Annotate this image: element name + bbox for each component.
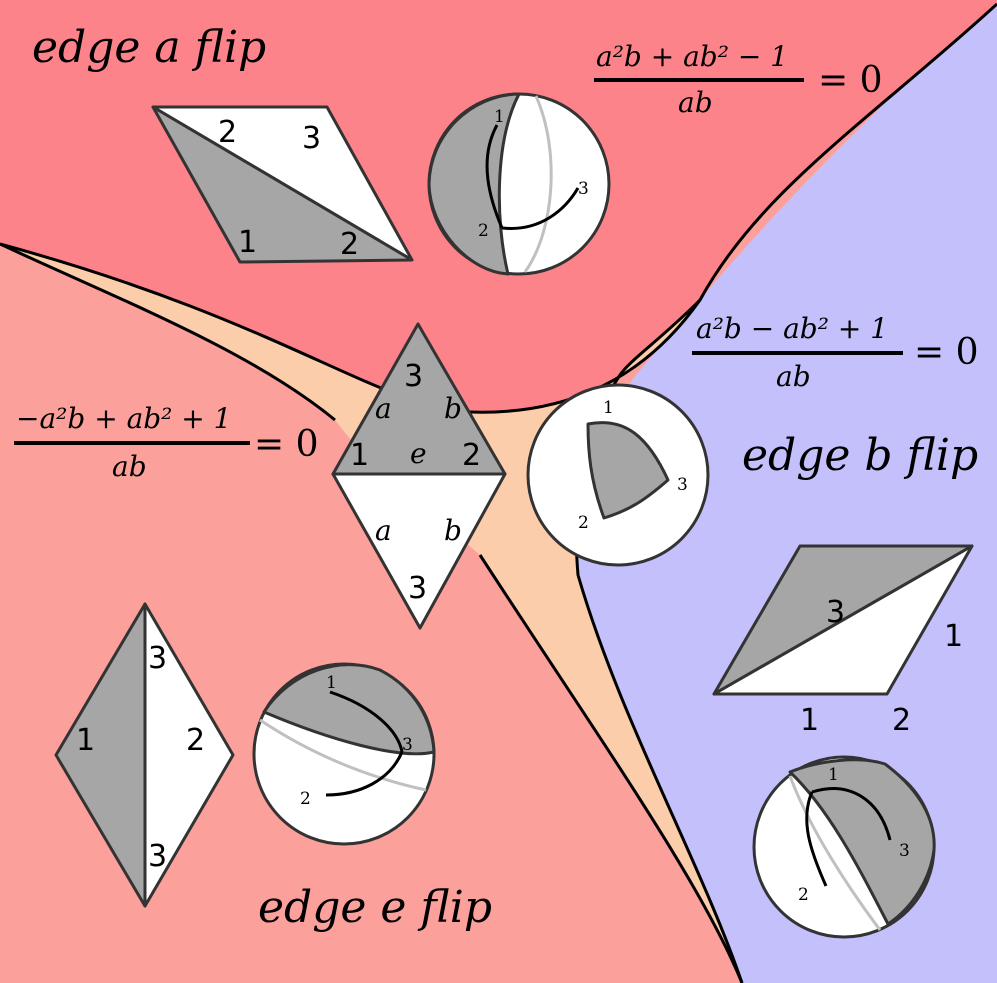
center-edge-e-label: e <box>410 437 427 470</box>
equation-b-denominator: ab <box>776 360 811 393</box>
flip-e-quad: 3 1 2 3 <box>54 602 235 908</box>
center-vertex-label: 1 <box>350 438 369 473</box>
equation-e-denominator: ab <box>112 450 147 483</box>
flip-a-sphere: 1 2 3 <box>427 92 611 276</box>
edge-b-flip-label: edge b flip <box>742 430 978 481</box>
equation-a: a²b + ab² − 1 ab = 0 <box>594 40 883 119</box>
boundary-e-lower <box>478 554 744 983</box>
center-triangulation: 3 1 2 a b e a b 3 <box>331 322 507 630</box>
flip-b-vertex-label: 2 <box>892 703 911 738</box>
flip-b-vertex-label: 1 <box>800 703 819 738</box>
center-edge-b-label: b <box>444 514 462 547</box>
flip-e-vertex-label: 1 <box>76 723 95 758</box>
boundary-e <box>0 242 336 422</box>
sphere-vertex-label: 2 <box>798 885 809 905</box>
flip-e-vertex-label: 2 <box>186 723 205 758</box>
equation-b-numerator: a²b − ab² + 1 <box>696 312 888 345</box>
sphere-vertex-label: 1 <box>494 107 505 127</box>
center-vertex-label: 2 <box>462 438 481 473</box>
edge-b-region <box>576 4 997 983</box>
center-edge-a-label: a <box>375 392 392 425</box>
sphere-vertex-label: 2 <box>300 789 311 809</box>
equation-b: a²b − ab² + 1 ab = 0 <box>692 312 979 393</box>
flip-e-vertex-label: 3 <box>148 839 167 874</box>
equation-b-rhs: = 0 <box>914 332 979 373</box>
edge-e-flip-label: edge e flip <box>258 882 492 933</box>
sphere-vertex-label: 3 <box>899 841 910 861</box>
sphere-vertex-label: 3 <box>578 179 589 199</box>
flip-b-sphere: 1 2 3 <box>752 755 936 939</box>
flip-a-quad: 2 3 1 2 <box>151 105 414 264</box>
center-vertex-label: 3 <box>404 359 423 394</box>
flip-b-vertex-label: 3 <box>826 595 845 630</box>
center-sphere: 1 2 3 <box>526 383 710 567</box>
flip-e-sphere: 1 2 3 <box>252 662 436 846</box>
equation-e-rhs: = 0 <box>254 424 319 465</box>
flip-a-vertex-label: 2 <box>218 115 237 150</box>
equation-e-numerator: −a²b + ab² + 1 <box>16 402 231 435</box>
flip-b-vertex-label: 1 <box>944 619 963 654</box>
flip-b-quad: 3 1 1 2 <box>712 544 974 738</box>
flip-a-vertex-label: 1 <box>238 225 257 260</box>
flip-a-vertex-label: 2 <box>340 227 359 262</box>
sphere-vertex-label: 3 <box>402 735 413 755</box>
flip-e-vertex-label: 3 <box>148 641 167 676</box>
equation-e: −a²b + ab² + 1 ab = 0 <box>14 402 319 483</box>
sphere-vertex-label: 1 <box>603 398 614 418</box>
edge-a-flip-label: edge a flip <box>32 22 266 73</box>
sphere-vertex-label: 2 <box>478 221 489 241</box>
center-vertex-label: 3 <box>408 571 427 606</box>
sphere-vertex-label: 1 <box>828 765 839 785</box>
center-bottom-triangle <box>331 472 507 630</box>
center-edge-a-label: a <box>375 514 392 547</box>
center-edge-b-label: b <box>444 392 462 425</box>
flip-a-vertex-label: 3 <box>302 121 321 156</box>
equation-a-denominator: ab <box>678 86 713 119</box>
equation-a-rhs: = 0 <box>818 60 883 101</box>
equation-a-numerator: a²b + ab² − 1 <box>596 40 788 73</box>
sphere-vertex-label: 2 <box>578 513 589 533</box>
sphere-vertex-label: 3 <box>677 475 688 495</box>
sphere-vertex-label: 1 <box>326 673 337 693</box>
